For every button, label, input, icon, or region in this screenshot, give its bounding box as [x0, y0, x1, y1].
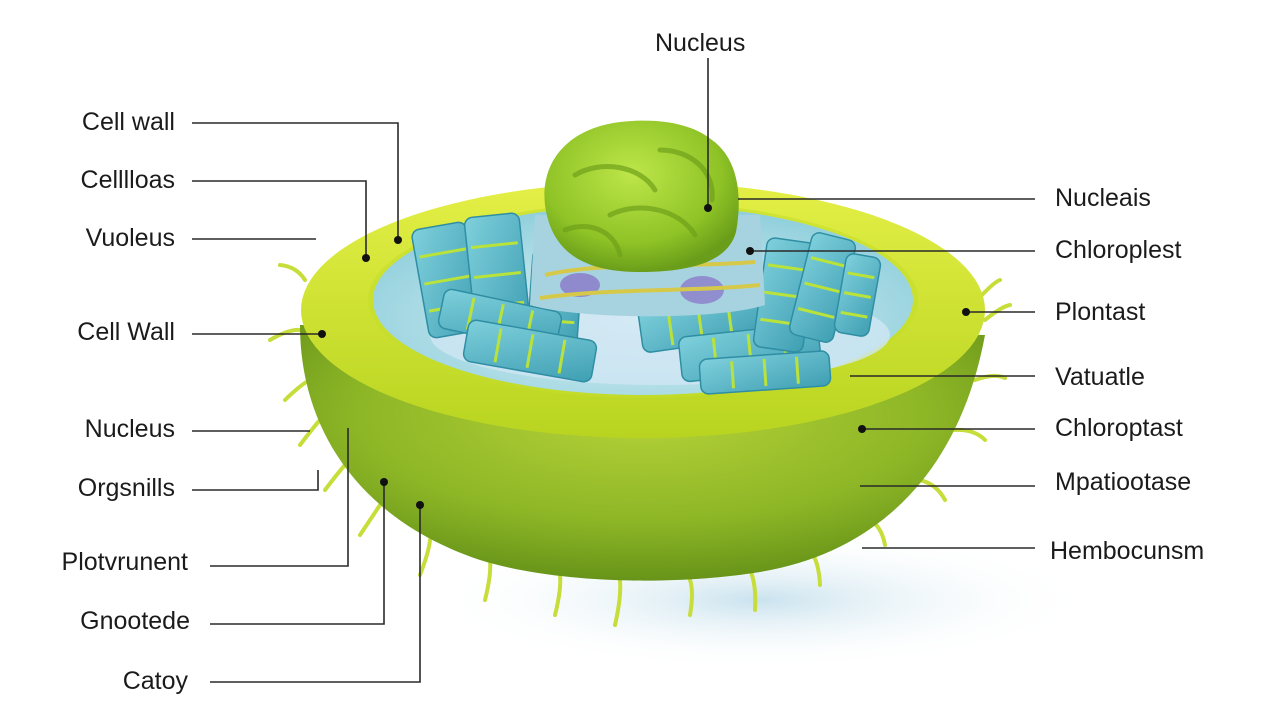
label-left-8: Gnootede [80, 607, 190, 635]
leader-dot-0 [704, 204, 712, 212]
hair-6 [418, 538, 432, 577]
hair-1 [268, 327, 302, 342]
chloroplast-icon-9 [833, 253, 882, 337]
leader-line-8 [210, 482, 385, 625]
label-right-2: Chloroplest [1055, 236, 1182, 264]
hair-4 [323, 463, 347, 492]
hair-17 [983, 303, 1012, 322]
leader-line-2 [192, 180, 367, 258]
leader-line-6 [192, 470, 319, 491]
leader-line-9 [210, 505, 421, 683]
leader-dot-1 [394, 236, 402, 244]
hair-0 [278, 263, 307, 282]
leader-dot-3 [318, 330, 326, 338]
hair-2 [283, 378, 312, 402]
label-left-4: Cell Wall [77, 318, 175, 346]
hair-10 [688, 578, 694, 617]
leader-line-7 [210, 428, 349, 567]
label-right-1: Nucleais [1055, 184, 1151, 212]
hair-5 [358, 503, 382, 537]
leader-line-1 [192, 122, 399, 240]
nucleus-fold [562, 147, 715, 258]
hair-3 [298, 418, 322, 447]
chloroplast-icon-4 [462, 319, 598, 383]
nucleus-stripe-2 [539, 283, 761, 300]
leader-lines [192, 58, 1035, 683]
leader-dot-2 [362, 254, 370, 262]
label-right-7: Hembocunsm [1050, 537, 1205, 565]
leader-dot-6 [746, 247, 754, 255]
hair-14 [918, 478, 947, 502]
hair-18 [980, 278, 1002, 297]
leader-dot-4 [380, 478, 388, 486]
label-right-6: Mpatiootase [1055, 468, 1192, 496]
label-left-7: Plotvrunent [61, 548, 188, 576]
label-top-nucleus: Nucleus [655, 29, 746, 57]
hair-15 [953, 427, 987, 442]
label-left-3: Vuoleus [85, 224, 175, 252]
chloroplast-icon-10 [698, 350, 832, 395]
label-left-5: Nucleus [84, 415, 175, 443]
nucleus-icon [544, 120, 739, 272]
label-right-5: Chloroptast [1055, 414, 1183, 442]
label-left-6: Orgsnills [77, 474, 175, 502]
label-left-1: Cell wall [81, 108, 175, 136]
hair-9 [613, 578, 623, 627]
label-left-2: Celllloas [80, 166, 175, 194]
leader-dot-7 [962, 308, 970, 316]
hair-8 [553, 573, 563, 617]
label-right-3: Plontast [1055, 298, 1146, 326]
label-right-4: Vatuatle [1055, 363, 1145, 391]
leader-dot-8 [858, 425, 866, 433]
leader-dot-5 [416, 501, 424, 509]
label-left-9: Catoy [122, 667, 188, 695]
leader-dots [318, 204, 970, 509]
